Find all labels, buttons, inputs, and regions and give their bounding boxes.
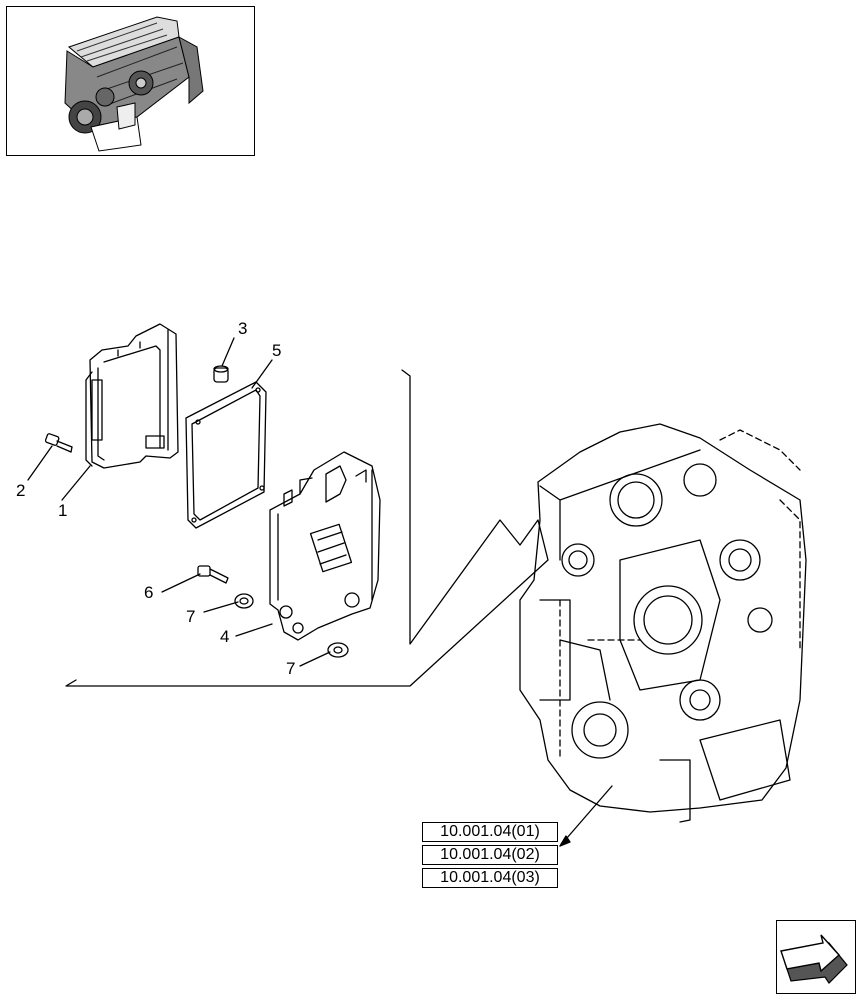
engine-block-part [519, 423, 807, 823]
callout-5: 5 [272, 341, 281, 360]
callout-7b: 7 [286, 659, 295, 678]
leader-lines [27, 337, 331, 667]
callout-7a: 7 [186, 607, 195, 626]
callout-6: 6 [144, 583, 153, 602]
callout-1: 1 [58, 501, 67, 520]
next-page-arrow-icon [780, 934, 848, 984]
ecu-plate-part-4 [269, 451, 381, 641]
plug-part-3 [213, 365, 229, 383]
ecu-cover-part [85, 323, 179, 469]
group-boundary-line [65, 369, 549, 687]
callout-2: 2 [16, 481, 25, 500]
reference-link-2[interactable]: 10.001.04(02) [422, 845, 558, 865]
reference-arrow-line [559, 785, 613, 847]
reference-arrow-head [559, 835, 571, 847]
engine-thumbnail-icon [64, 16, 204, 152]
engine-thumbnail [6, 6, 255, 156]
callout-3: 3 [238, 319, 247, 338]
screw-part-6 [197, 565, 229, 584]
gasket-part-5 [185, 381, 267, 529]
callout-4: 4 [220, 627, 229, 646]
reference-link-3[interactable]: 10.001.04(03) [422, 868, 558, 888]
bolt-part-2 [44, 433, 73, 453]
next-page-button[interactable] [776, 920, 856, 994]
grommet-part-7a [234, 593, 254, 609]
reference-link-1[interactable]: 10.001.04(01) [422, 822, 558, 842]
grommet-part-7b [327, 642, 349, 658]
